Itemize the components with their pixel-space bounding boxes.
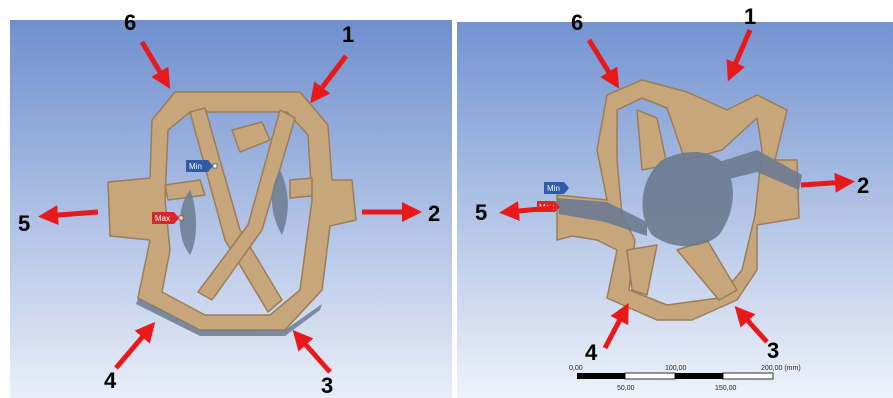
max-label: Max	[155, 214, 170, 223]
min-label: Min	[547, 184, 560, 193]
min-probe-icon: Min	[544, 182, 569, 194]
red-arrow-icon	[602, 302, 629, 350]
red-arrow-icon	[800, 172, 855, 193]
deformation-shading	[557, 150, 802, 247]
red-arrow-icon	[114, 321, 156, 370]
scale-label-50: 50,00	[617, 385, 635, 392]
lattice-structure	[107, 91, 357, 331]
callout-5: 5	[475, 200, 487, 225]
red-arrow-icon	[292, 330, 332, 374]
red-arrow-icon	[38, 205, 99, 226]
red-arrow-icon	[139, 40, 171, 89]
callout-2: 2	[428, 201, 440, 226]
red-arrow-icon	[734, 306, 769, 344]
callout-4: 4	[104, 368, 117, 393]
callout-1: 1	[744, 4, 756, 29]
scale-label-100: 100,00	[665, 365, 687, 372]
callout-6: 6	[124, 10, 136, 35]
right-viewport: Min Max 1 2 3 4 5 6 0,00 100,00 200,00 (…	[457, 0, 893, 398]
callout-4: 4	[585, 340, 598, 365]
min-probe-icon: Min	[186, 160, 218, 172]
scale-bar: 0,00 100,00 200,00 (mm) 50,00 150,00	[569, 365, 801, 392]
max-probe-icon: Max	[152, 212, 184, 224]
callout-3: 3	[767, 338, 779, 363]
scale-label-200: 200,00 (mm)	[761, 365, 801, 372]
callout-5: 5	[18, 211, 30, 236]
callout-1: 1	[342, 22, 354, 47]
callout-3: 3	[321, 373, 333, 398]
left-viewport: Min Max 1 2 3 4 5 6	[10, 10, 452, 398]
callout-6: 6	[571, 10, 583, 35]
callout-2: 2	[857, 173, 869, 198]
red-arrow-icon	[726, 29, 753, 82]
scale-label-150: 150,00	[715, 385, 737, 392]
red-arrow-icon	[310, 54, 348, 104]
min-label: Min	[189, 162, 202, 171]
scale-label-0: 0,00	[569, 365, 583, 372]
red-arrow-icon	[586, 38, 620, 89]
deformation-shading	[136, 170, 322, 336]
red-arrow-icon	[499, 200, 554, 221]
